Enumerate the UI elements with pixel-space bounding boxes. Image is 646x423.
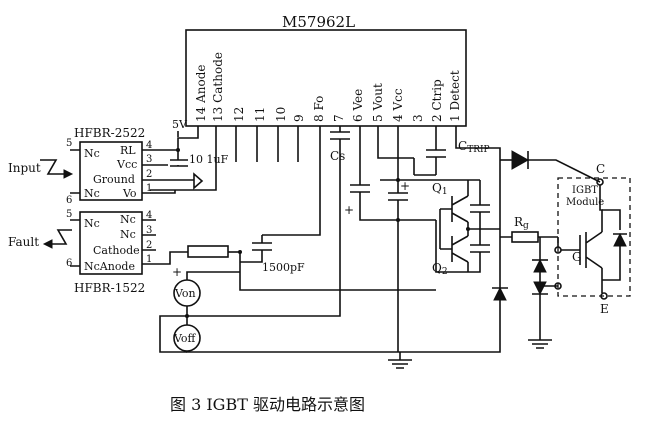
hfbr1522-pin4: 4: [146, 210, 152, 221]
cap-10uf-label: 10 1uF: [189, 153, 229, 166]
igbt-e-label: E: [600, 302, 609, 316]
plus-vee: +: [344, 203, 354, 217]
hfbr2522-vcc: Vcc: [116, 158, 137, 171]
hfbr1522-nc-top: Nc: [84, 217, 100, 230]
input-fibre: [40, 159, 64, 175]
cap-cs: [330, 131, 350, 140]
zener-gate-bot: [533, 281, 547, 296]
hfbr2522-rl: RL: [120, 144, 136, 157]
hfbr2522-nc-bot: Nc: [84, 187, 100, 200]
figure-caption: 图 3 IGBT 驱动电路示意图: [170, 395, 365, 414]
pin-12-label: 12: [232, 107, 246, 122]
hfbr2522-pin1: 1: [146, 183, 152, 194]
hfbr2522-pin5: 5: [66, 138, 72, 149]
rg-label: Rg: [514, 215, 529, 231]
von-label: Von: [174, 287, 196, 300]
hfbr2522-ground: Ground: [93, 173, 135, 186]
pin-4-label: 4 Vcc: [391, 88, 405, 122]
driver-pin-labels: 14 Anode 13 Cathode 12 11 10 9 8 Fo 7 6 …: [194, 52, 462, 122]
hfbr1522-pin1: 1: [146, 254, 152, 265]
wire-pin14: [177, 126, 199, 150]
cap-q2: [470, 244, 490, 253]
ground-tri-opto: [156, 172, 204, 190]
ctrip-label: CTRIP: [458, 139, 490, 155]
hfbr1522-body: [79, 211, 143, 275]
pin-13-label: 13 Cathode: [211, 52, 225, 122]
hfbr1522-pin2: 2: [146, 240, 152, 251]
cap-vcc: [388, 192, 408, 201]
fault-label: Fault: [8, 235, 39, 249]
driver-title: M57962L: [282, 13, 355, 31]
unused-pin-stubs: [235, 126, 299, 162]
cap-1500pf-label: 1500pF: [262, 261, 305, 274]
supply-5v-label: 5V: [172, 118, 188, 131]
pin-6-label: 6 Vee: [351, 89, 365, 122]
hfbr1522-name: HFBR-1522: [74, 281, 145, 295]
q1-label: Q1: [432, 181, 448, 197]
pin-14-label: 14 Anode: [194, 65, 208, 123]
igbt-module-box: [557, 177, 631, 297]
cap-q1: [470, 204, 490, 213]
cs-label: Cs: [330, 149, 345, 163]
q2-transistor: [440, 235, 469, 263]
hfbr1522-pin5: 5: [66, 209, 72, 220]
plus-von: +: [172, 265, 182, 279]
pin-9-label: 9: [292, 114, 306, 122]
hfbr1522-nc-mid2: Nc: [120, 228, 136, 241]
igbt-c-label: C: [596, 162, 605, 176]
igbt-flyback-diode: [613, 232, 627, 247]
q2-label: Q2: [432, 261, 448, 277]
hfbr1522-pin6: 6: [66, 258, 72, 269]
pin-7-label: 7: [332, 114, 346, 122]
pin-8-label: 8 Fo: [312, 96, 326, 122]
cap-ctrip: [426, 149, 446, 158]
wire-pin8: [262, 126, 321, 236]
wire-pin1: [455, 126, 501, 300]
pin-5-label: 5 Vout: [371, 83, 385, 122]
plus-vcc: +: [400, 179, 410, 193]
hfbr2522-pin2: 2: [146, 169, 152, 180]
fault-fibre: [52, 229, 72, 245]
hfbr2522-name: HFBR-2522: [74, 126, 145, 140]
terminal-e: [600, 292, 608, 300]
zener-vee: [493, 286, 507, 301]
diode-detect: [511, 150, 530, 170]
pin-11-label: 11: [253, 107, 267, 122]
wire-pin5: [377, 126, 414, 159]
wire-pin13: [150, 126, 217, 191]
hfbr2522-nc-top: Nc: [84, 147, 100, 160]
hfbr1522-nc-mid: Nc: [120, 213, 136, 226]
igbt-g-label: G: [572, 250, 582, 264]
igbt-module-label-2: Module: [566, 197, 604, 208]
pin-2-label: 2 Ctrip: [430, 79, 444, 122]
cap-vee: [350, 184, 370, 193]
hfbr1522-pin3: 3: [146, 225, 152, 236]
resistor-rg: [511, 231, 539, 243]
zener-gate-top: [533, 258, 547, 273]
hfbr2522-pin3: 3: [146, 154, 152, 165]
cap-1500pf: [252, 242, 272, 251]
pin-3-label: 3: [411, 114, 425, 122]
resistor-fault: [187, 245, 229, 258]
driver-ic-body: [185, 29, 467, 127]
pin-10-label: 10: [274, 107, 288, 122]
voff-label: Voff: [173, 332, 197, 345]
igbt-module-label-1: IGBT: [572, 185, 598, 196]
hfbr1522-ncanode: NcAnode: [84, 260, 135, 273]
hfbr2522-pin4: 4: [146, 140, 152, 151]
cap-10uf: [170, 159, 188, 167]
hfbr2522-pin6: 6: [66, 195, 72, 206]
hfbr2522-vo: Vo: [122, 187, 137, 200]
hfbr2522-body: [79, 141, 143, 201]
ground-gate: [528, 339, 552, 349]
hfbr1522-cathode: Cathode: [93, 244, 140, 257]
input-label: Input: [8, 161, 41, 175]
q1-transistor: [440, 195, 469, 223]
pin-1-label: 1 Detect: [448, 70, 462, 122]
igbt-device: [579, 231, 603, 269]
ground-main: [388, 352, 412, 369]
